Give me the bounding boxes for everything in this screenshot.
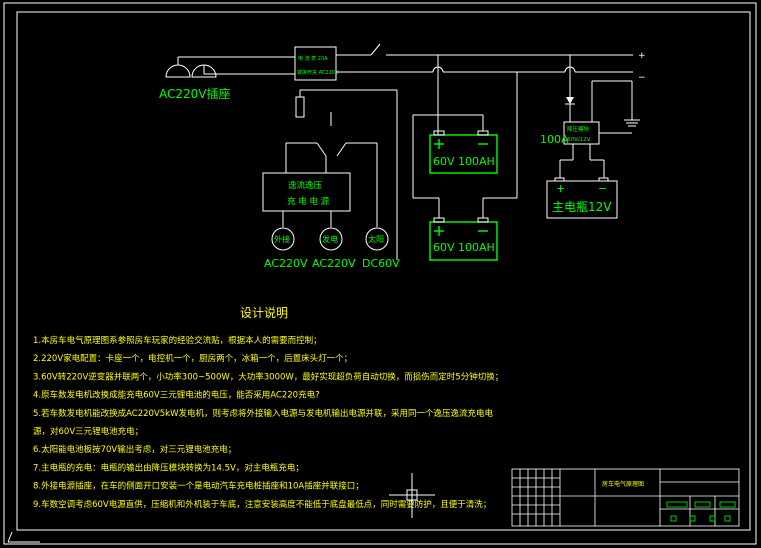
design-note-line: 8.外接电源插座，在车的侧面开口安装一个是电动汽车充电桩插座和10A插座并联接口…: [33, 481, 364, 492]
dcdc-label-bottom: 60V/12V: [567, 137, 591, 143]
dcdc-module-box: [563, 121, 600, 145]
main-switch: [370, 43, 381, 56]
external-source-label: 外接: [274, 234, 290, 244]
charger-switch-2: [336, 142, 347, 157]
crosshair-cursor-icon: [389, 473, 435, 518]
generator-source-label: 发电: [322, 234, 338, 244]
design-note-line: 7.主电瓶的充电：电瓶的输出由降压模块转换为14.5V，对主电瓶充电；: [33, 462, 304, 473]
main-battery-label: 主电瓶12V: [552, 200, 612, 214]
design-note-line: 5.若车数发电机能改换成AC220V5kW发电机，则考虑将外接输入电源与发电机输…: [33, 408, 493, 419]
drawing-name: 房车电气原理图: [602, 480, 644, 488]
charger-label-2: 充 电 电 源: [287, 196, 330, 207]
battery-1-label: 60V 100AH: [433, 155, 495, 168]
breaker-label-top: 电 流 表 20A: [298, 55, 328, 62]
design-note-line: 9.车数空调考虑60V电源直供，压缩机和外机装于车底，注意安装高度不能低于底盘最…: [33, 499, 491, 510]
solar-source-circle: [365, 227, 389, 251]
design-note-line: 3.60V转220V逆变器并联两个，小功率300~500W，大功率3000W，最…: [33, 371, 503, 382]
title-block: [511, 468, 740, 527]
design-notes: 设计说明 1.本房车电气原理图系参照房车玩家的经验交流贴，根据本人的需要而控制；…: [33, 305, 503, 510]
design-note-line: 1.本房车电气原理图系参照房车玩家的经验交流贴，根据本人的需要而控制；: [33, 335, 322, 346]
ac220v-socket-symbol: [165, 56, 295, 78]
bus-plus-label: +: [638, 51, 646, 61]
charger-fuse: [295, 96, 305, 118]
design-note-line: 6.太阳能电池板按70V输出考虑，对三元锂电池充电；: [33, 444, 236, 455]
breaker-label-bottom: 转换开关 AC220V: [297, 69, 339, 76]
generator-source-circle: [319, 227, 343, 251]
diode-icon: [566, 97, 574, 104]
design-note-line: 源，对60V三元锂电池充电；: [33, 426, 143, 437]
external-source-circle: [271, 227, 295, 251]
charger-switch-1: [316, 142, 327, 157]
drawing-frame: [16, 11, 751, 531]
main-battery-plus: +: [556, 182, 565, 195]
charger-box: [262, 172, 351, 212]
design-notes-title: 设计说明: [240, 305, 288, 320]
current-rating-label: 100A: [540, 133, 569, 146]
solar-source-label: 太阳: [368, 234, 384, 244]
breaker-box: [294, 46, 337, 81]
battery-1: [429, 134, 498, 174]
socket-label: AC220V插座: [159, 86, 231, 101]
generator-voltage: AC220V: [312, 257, 356, 270]
solar-voltage: DC60V: [362, 257, 400, 270]
design-note-line: 4.原车数发电机改换成能充电60V三元锂电池的电压，能否采用AC220充电?: [33, 390, 320, 401]
outer-border: [3, 2, 757, 545]
main-battery-minus: −: [598, 182, 607, 195]
design-note-line: 2.220V家电配置：卡座一个，电控机一个，厨房两个，冰箱一个，后置床头灯一个；: [33, 353, 352, 364]
battery-2: [429, 221, 498, 261]
dcdc-label-top: 降压模块: [567, 125, 590, 133]
battery-2-label: 60V 100AH: [433, 241, 495, 254]
charger-label-1: 逸流逸压: [288, 180, 323, 191]
bus-minus-label: −: [638, 73, 646, 83]
main-battery-12v: [546, 180, 618, 219]
external-voltage: AC220V: [264, 257, 308, 270]
